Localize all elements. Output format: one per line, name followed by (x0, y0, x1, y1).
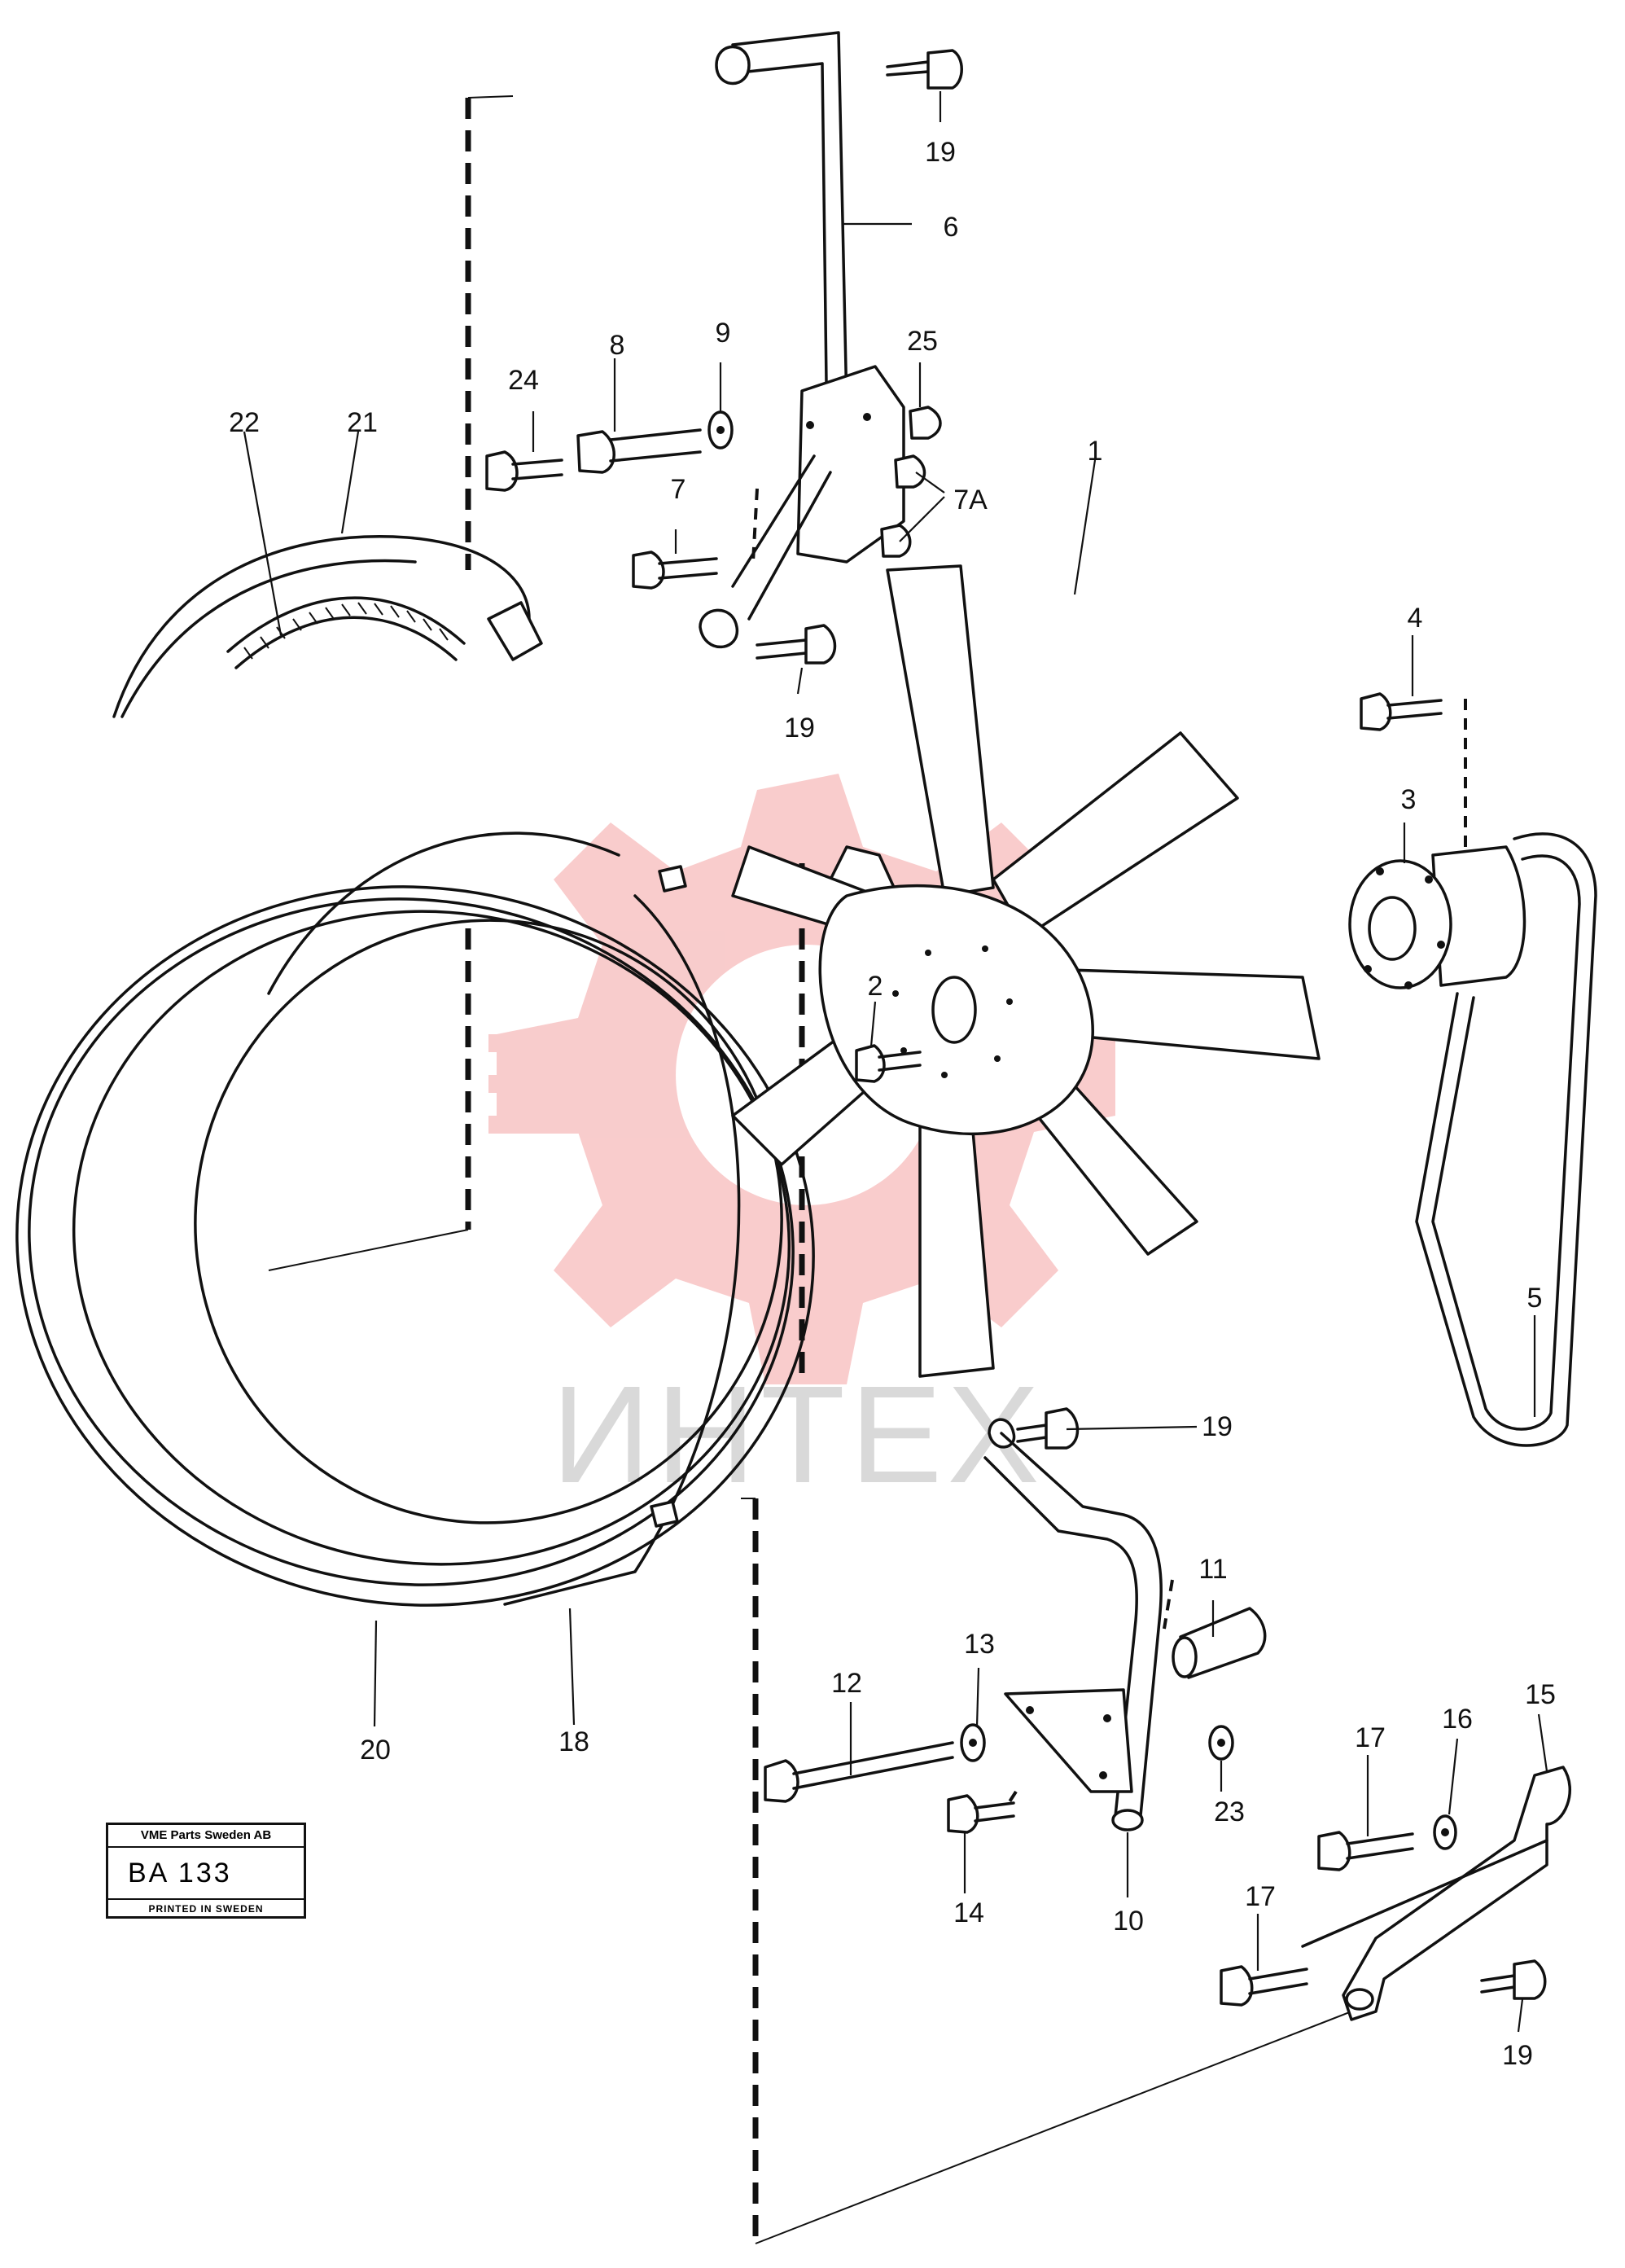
fan-shroud (15, 535, 815, 1607)
title-plate: VME Parts Sweden AB BA 133 PRINTED IN SW… (106, 1823, 306, 1919)
callout-3: 3 (1401, 784, 1417, 815)
callout-21: 21 (347, 407, 378, 438)
plate-company: VME Parts Sweden AB (108, 1825, 304, 1848)
leader-lines (243, 91, 1548, 2033)
callout-23: 23 (1214, 1796, 1245, 1827)
callout-25: 25 (907, 326, 938, 357)
callout-19-bottom: 19 (1502, 2040, 1533, 2071)
shroud-tab-upper (658, 865, 687, 893)
callout-12: 12 (831, 1668, 862, 1699)
shroud-ring-21 (112, 535, 531, 718)
callout-9: 9 (716, 318, 731, 349)
fan-hub-3 (1348, 845, 1526, 989)
v-belt-5 (1415, 832, 1597, 1447)
bracket-plate (796, 365, 905, 564)
bolt-2 (855, 1044, 922, 1083)
sealing-strip-22 (226, 596, 466, 669)
callout-19-mid: 19 (784, 713, 815, 744)
callout-8: 8 (610, 330, 625, 361)
shroud-tab-lower (650, 1500, 679, 1528)
callout-1: 1 (1088, 436, 1103, 467)
callout-16: 16 (1442, 1704, 1473, 1735)
plate-printed: PRINTED IN SWEDEN (148, 1903, 264, 1915)
stay-bracket-plate (1004, 1688, 1133, 1793)
callout-6: 6 (944, 212, 959, 243)
bolt-24 (485, 450, 563, 492)
spacer-11 (1172, 1607, 1267, 1679)
callout-10: 10 (1113, 1906, 1144, 1937)
bolt-19-top (886, 49, 963, 90)
hose-clamp (487, 601, 543, 661)
callout-11: 11 (1198, 1554, 1227, 1585)
nut-7a-lower (880, 524, 912, 558)
bracket-15 (1301, 1766, 1571, 2021)
callout-4: 4 (1408, 603, 1423, 634)
fan-blade (886, 564, 995, 897)
callout-22: 22 (229, 407, 260, 438)
upper-stay-6 (699, 31, 905, 649)
shroud-18 (194, 919, 783, 1524)
callout-7: 7 (671, 474, 686, 505)
callout-19-top: 19 (925, 137, 956, 168)
bolt-4 (1360, 692, 1443, 731)
bolt-14 (947, 1794, 1015, 1834)
lower-stay-10 (983, 1418, 1163, 1832)
bolt-17-upper (1317, 1831, 1414, 1871)
bolt-8 (576, 428, 702, 474)
bolt-19-lower (1016, 1407, 1080, 1450)
cooling-fan-1 (731, 564, 1321, 1378)
callout-24: 24 (508, 365, 539, 396)
nut-25 (909, 406, 942, 440)
callout-13: 13 (964, 1629, 995, 1660)
fan-hub (818, 884, 1094, 1136)
callout-7a: 7A (953, 485, 988, 515)
callout-14: 14 (953, 1897, 984, 1928)
plate-code: BA 133 (108, 1848, 304, 1900)
watermark-text: ИНТЕХ (551, 1358, 1045, 1512)
shroud-ring-20 (15, 885, 815, 1607)
fan-blade (992, 731, 1239, 938)
bolt-19-mid (756, 624, 837, 665)
fasteners (485, 49, 1547, 2007)
callout-5: 5 (1527, 1283, 1543, 1314)
nut-7a-upper (894, 454, 926, 489)
bolt-17-lower (1220, 1965, 1308, 2007)
callout-19-lower: 19 (1202, 1411, 1233, 1442)
bolt-19-bottom (1480, 1959, 1547, 2000)
bolt-7 (632, 551, 718, 590)
callout-18: 18 (558, 1726, 589, 1757)
callout-labels: 19 6 8 9 25 24 22 21 1 7 7A 4 19 3 2 5 1… (229, 137, 1556, 2071)
callout-2: 2 (868, 971, 883, 1002)
callout-17-lower: 17 (1245, 1881, 1276, 1912)
bolt-12 (764, 1741, 954, 1803)
callout-15: 15 (1525, 1679, 1556, 1710)
callout-17-upper: 17 (1355, 1722, 1386, 1753)
callout-20: 20 (360, 1735, 391, 1766)
